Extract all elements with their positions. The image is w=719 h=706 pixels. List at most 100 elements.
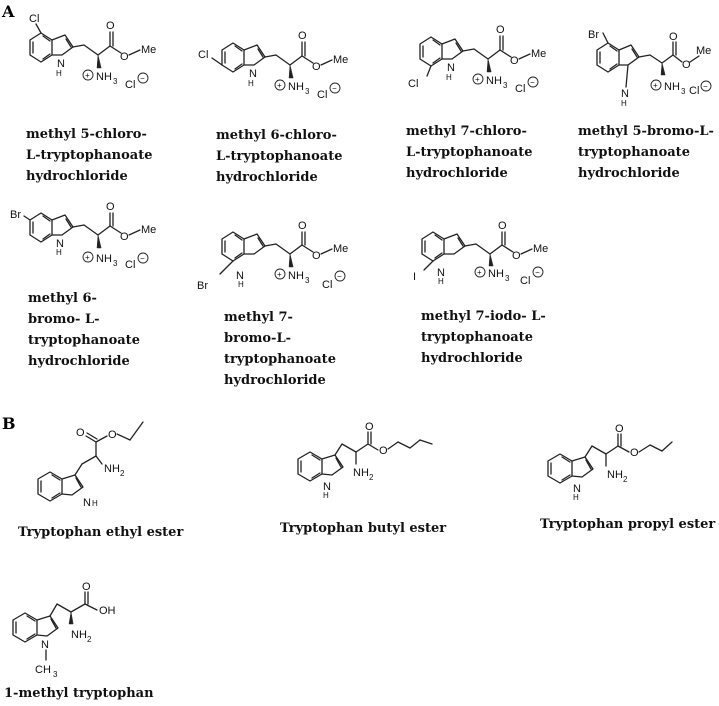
hydroxyl-label: OH xyxy=(99,605,116,617)
ester-o-label: O xyxy=(312,250,321,262)
structure-7-bromo: Br N H O O Me + NH 3 Cl − xyxy=(192,212,362,302)
nh3-subscript: 3 xyxy=(681,87,686,96)
nh-label: N xyxy=(57,58,65,70)
bromo-label: Br xyxy=(197,280,208,292)
nh-h-label: H xyxy=(248,79,254,88)
plus-charge: + xyxy=(85,253,90,262)
structure-1-methyl-tryptophan: N CH 3 NH 2 O OH xyxy=(5,578,165,679)
nh2-subscript: 2 xyxy=(369,473,374,482)
ammonium-label: NH xyxy=(288,270,304,282)
plus-charge: + xyxy=(653,81,658,90)
carbonyl-o-label: O xyxy=(669,31,678,43)
carbonyl-o-label: O xyxy=(496,24,505,36)
structure-6-chloro: Cl N H O O Me + NH 3 Cl − xyxy=(192,10,362,120)
nh2-subscript: 2 xyxy=(120,469,125,478)
methyl-label: Me xyxy=(533,243,548,255)
methyl-label: Me xyxy=(141,44,156,56)
nh3-subscript: 3 xyxy=(113,259,118,268)
ester-o-label: O xyxy=(108,429,117,441)
caption-7-iodo: methyl 7-iodo- L- tryptophanoate hydroch… xyxy=(421,309,546,366)
chloro-label: Cl xyxy=(198,49,208,61)
structure-ethyl-ester: N H NH 2 O O xyxy=(20,414,170,514)
chloride-label: Cl xyxy=(520,275,530,287)
amine-label: NH xyxy=(353,467,369,479)
pyrrole-ring xyxy=(321,454,344,476)
ammonium-label: NH xyxy=(96,253,112,265)
nh-h-label: H xyxy=(92,499,98,508)
ester-o-label: O xyxy=(120,51,129,63)
nh-label: N xyxy=(573,483,581,495)
nh-label: N xyxy=(249,68,257,80)
nh-h-label: H xyxy=(438,277,444,286)
nh-label: N xyxy=(83,497,91,509)
carbonyl-o-label: O xyxy=(106,20,115,32)
nh-label: N xyxy=(56,238,64,250)
caption-5-bromo: methyl 5-bromo-L- tryptophanoate hydroch… xyxy=(578,124,714,181)
minus-charge: − xyxy=(703,82,708,91)
minus-charge: − xyxy=(530,78,535,87)
chloro-label: Cl xyxy=(408,78,418,90)
methyl-label: Me xyxy=(696,45,711,57)
chloride-label: Cl xyxy=(515,83,525,95)
ester-o-label: O xyxy=(512,250,521,262)
nh-label: N xyxy=(323,481,331,493)
nh-h-label: H xyxy=(56,248,62,257)
nh3-subscript: 3 xyxy=(503,81,508,90)
plus-charge: + xyxy=(477,268,482,277)
plus-charge: + xyxy=(277,81,282,90)
nh3-subscript: 3 xyxy=(305,87,310,96)
ammonium-label: NH xyxy=(664,81,680,93)
caption-propyl-ester: Tryptophan propyl ester xyxy=(540,517,716,532)
caption-6-chloro: methyl 6-chloro- L-tryptophanoate hydroc… xyxy=(216,128,343,185)
ester-o-label: O xyxy=(682,59,691,71)
ester-o-label: O xyxy=(312,61,321,73)
carbonyl-o-label: O xyxy=(498,220,507,232)
carbonyl-o-label: O xyxy=(298,30,307,42)
nh-h-label: H xyxy=(621,99,627,108)
minus-charge: − xyxy=(140,254,145,263)
iodo-label: I xyxy=(413,271,416,283)
carbonyl-o-label: O xyxy=(365,421,374,433)
pyrrole-ring xyxy=(571,456,594,478)
minus-charge: − xyxy=(332,84,337,93)
panel-label-b: B xyxy=(2,414,16,433)
methyl-label: Me xyxy=(531,48,546,60)
chloride-label: Cl xyxy=(317,89,327,101)
ammonium-label: NH xyxy=(486,75,502,87)
n-methyl-label: CH xyxy=(35,664,51,676)
chloride-label: Cl xyxy=(125,79,135,91)
pyrrole-ring xyxy=(61,474,84,496)
structure-propyl-ester: N H NH 2 O O xyxy=(540,420,690,510)
ammonium-label: NH xyxy=(96,71,112,83)
pyrrole-ring xyxy=(36,615,59,637)
bromo-label: Br xyxy=(10,209,21,221)
chloride-label: Cl xyxy=(125,259,135,271)
amine-label: NH xyxy=(71,629,87,641)
ester-o-label: O xyxy=(510,55,519,67)
caption-1-methyl-tryptophan: 1-methyl tryptophan xyxy=(4,686,154,701)
carbonyl-o-label: O xyxy=(106,201,115,213)
structure-butyl-ester: N H NH 2 O O xyxy=(290,421,440,504)
nh-label: N xyxy=(437,267,445,279)
minus-charge: − xyxy=(337,272,342,281)
nh-label: N xyxy=(621,88,629,100)
nh-h-label: H xyxy=(573,493,579,502)
nh-label: N xyxy=(447,62,455,74)
n-methyl-nitrogen-label: N xyxy=(41,639,49,651)
amine-label: NH xyxy=(607,469,623,481)
caption-6-bromo: methyl 6- bromo- L- tryptophanoate hydro… xyxy=(28,291,140,369)
structure-7-iodo: I N H O O Me + NH 3 Cl − xyxy=(392,214,562,294)
ammonium-label: NH xyxy=(488,268,504,280)
methyl-label: Me xyxy=(333,243,348,255)
nh-h-label: H xyxy=(238,280,244,289)
caption-7-chloro: methyl 7-chloro- L-tryptophanoate hydroc… xyxy=(406,124,533,181)
amine-label: NH xyxy=(104,463,120,475)
carbonyl-o-label: O xyxy=(82,581,91,593)
ester-o-label: O xyxy=(120,231,129,243)
plus-charge: + xyxy=(85,71,90,80)
plus-charge: + xyxy=(475,75,480,84)
minus-charge: − xyxy=(535,268,540,277)
carbonyl-o-label: O xyxy=(615,423,624,435)
methyl-label: Me xyxy=(141,224,156,236)
